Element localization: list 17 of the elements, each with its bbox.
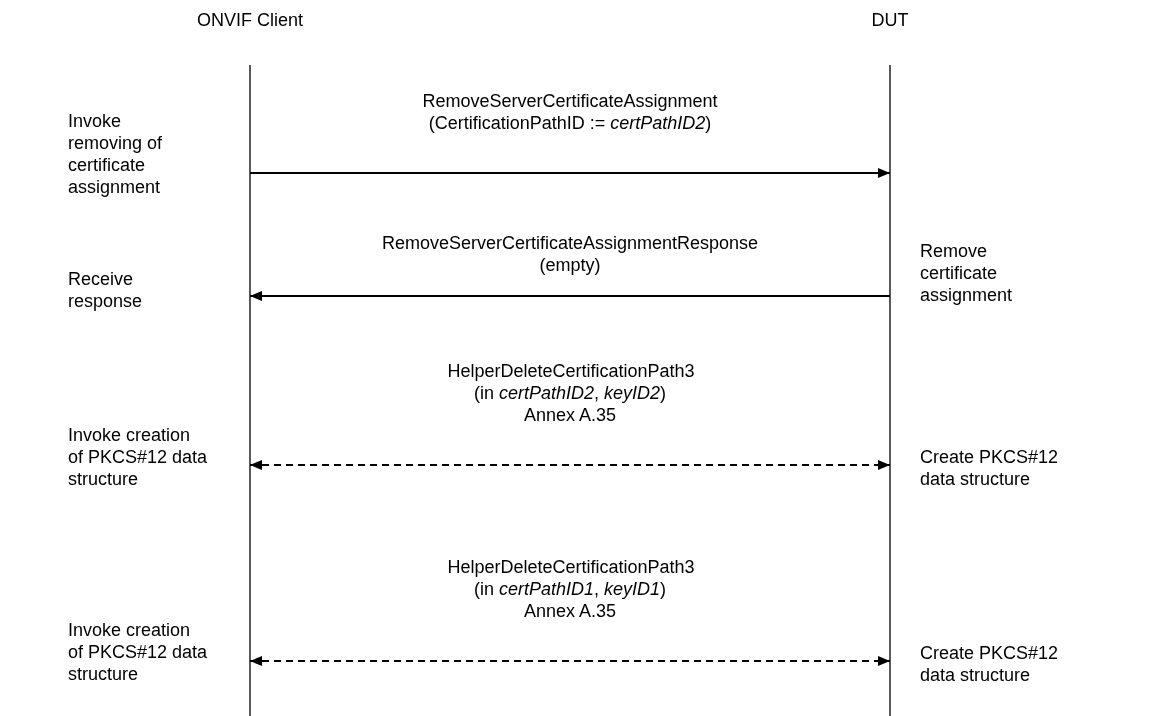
message-arrow: [249, 460, 891, 470]
action-note: Remove certificate assignment: [920, 240, 1014, 306]
message-arrow: [249, 656, 891, 666]
message-label: RemoveServerCertificateAssignment (CertificationPathID := certPathID2): [421, 90, 719, 134]
action-note: Create PKCS#12 data structure: [920, 642, 1060, 686]
message-arrow: [249, 168, 891, 178]
action-note: Invoke removing of certificate assignment: [68, 110, 164, 198]
action-note: Invoke creation of PKCS#12 data structure: [68, 619, 208, 685]
message-label: HelperDeleteCertificationPath3 (in certPathID2, keyID2) Annex A.35: [447, 360, 693, 426]
message-arrow: [249, 291, 891, 301]
message-label: RemoveServerCertificateAssignmentResponse (empty): [380, 232, 760, 276]
action-note: Invoke creation of PKCS#12 data structure: [68, 424, 208, 490]
lifeline-heading: ONVIF Client: [196, 10, 304, 31]
lifeline-heading: DUT: [870, 10, 910, 31]
action-note: Receive response: [68, 268, 144, 312]
action-note: Create PKCS#12 data structure: [920, 446, 1060, 490]
message-label: HelperDeleteCertificationPath3 (in certPathID1, keyID1) Annex A.35: [447, 556, 693, 622]
